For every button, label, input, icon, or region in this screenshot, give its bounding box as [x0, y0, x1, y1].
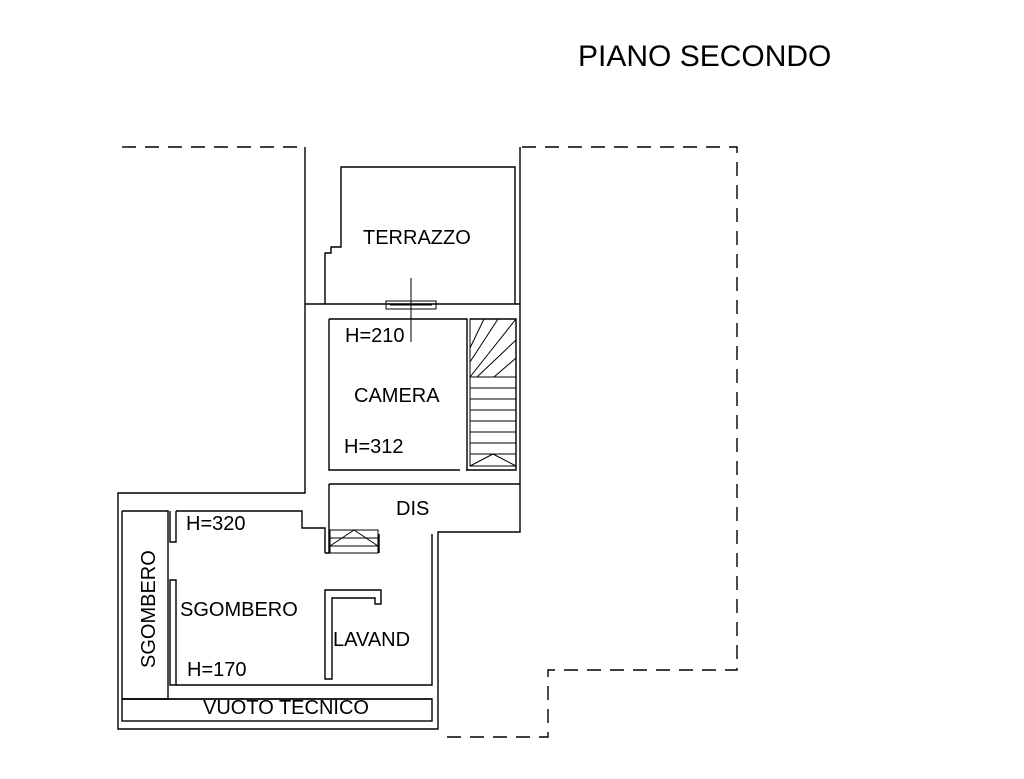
lavand-label: LAVAND: [333, 629, 410, 651]
sgombero-top-height: H=320: [186, 513, 246, 535]
dis-label: DIS: [396, 498, 429, 520]
sgombero-label: SGOMBERO: [180, 599, 298, 621]
building-outline: [117, 147, 521, 730]
plan-title: PIANO SECONDO: [578, 40, 831, 73]
sgombero-bottom-height: H=170: [187, 659, 247, 681]
sgombero-vertical-label: SGOMBERO: [138, 550, 160, 668]
small-staircase: [329, 529, 379, 554]
vuoto-tecnico-label: VUOTO TECNICO: [203, 697, 369, 719]
main-staircase: [469, 318, 517, 467]
terrace-door: [385, 278, 437, 342]
lot-boundary: [122, 146, 738, 738]
camera-label: CAMERA: [354, 385, 440, 407]
lower-walls: [121, 510, 433, 722]
camera-top-height: H=210: [345, 325, 405, 347]
terrazzo-label: TERRAZZO: [363, 227, 471, 249]
camera-bottom-height: H=312: [344, 436, 404, 458]
terrace-outline: [324, 166, 516, 304]
